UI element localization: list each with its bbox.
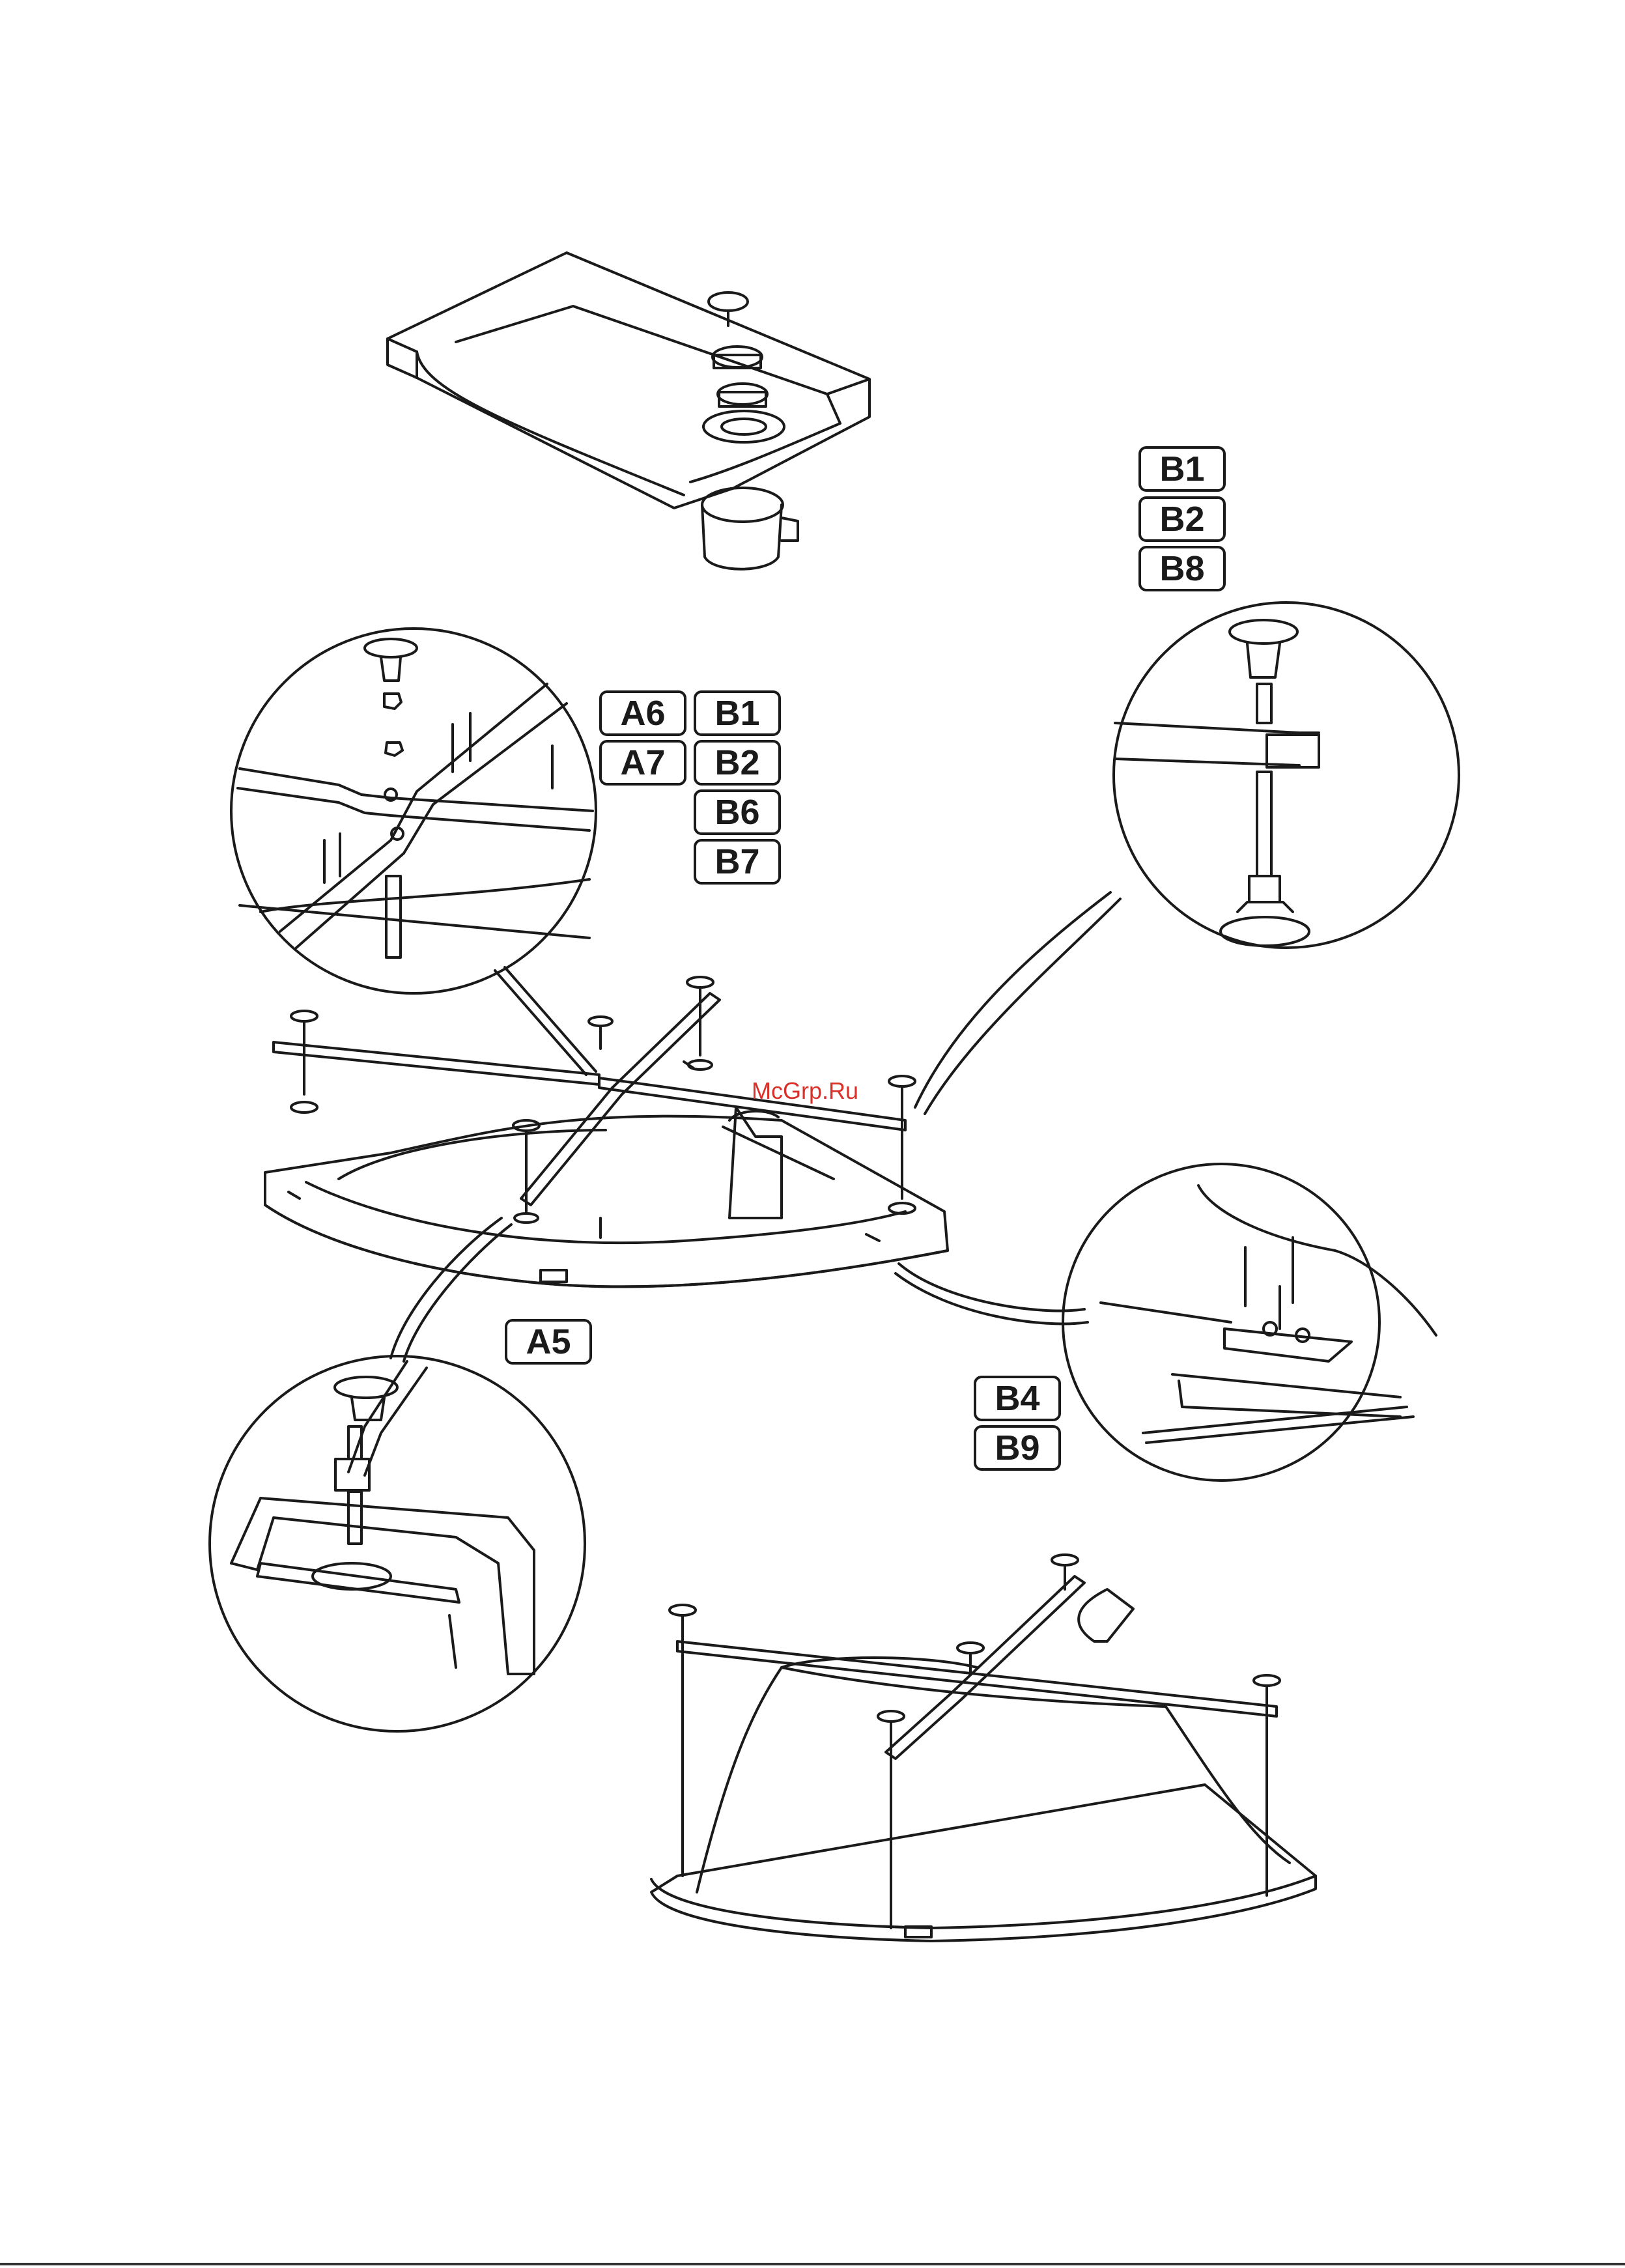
label-right-mid-1: B4 [974, 1376, 1061, 1421]
label-top-right-1: B1 [1138, 446, 1226, 492]
connector-line [495, 971, 586, 1075]
label-left-b-2: B2 [694, 740, 781, 786]
label-left-b-1: B1 [694, 690, 781, 736]
connector-line [404, 1225, 511, 1361]
tray-shell [388, 253, 869, 508]
connector-line [505, 967, 596, 1071]
label-left-a-1: A6 [599, 690, 686, 736]
assembled-tub [651, 1555, 1316, 1941]
label-right-mid-2: B9 [974, 1425, 1061, 1471]
middle-assembly [265, 977, 948, 1286]
label-top-right-3: B8 [1138, 546, 1226, 591]
drain-stack [702, 292, 798, 569]
detail-circle-leveling-foot [1114, 602, 1459, 948]
detail-circle-frame-cross [231, 629, 596, 993]
label-top-right-2: B2 [1138, 496, 1226, 542]
label-left-a-2: A7 [599, 740, 686, 786]
connector-line [925, 899, 1120, 1114]
page-bottom-rule [0, 2263, 1625, 2265]
connector-line [915, 892, 1110, 1107]
connector-line [899, 1264, 1084, 1311]
label-center: A5 [505, 1319, 592, 1365]
detail-circle-frame-leg [210, 1356, 585, 1731]
label-left-b-3: B6 [694, 789, 781, 835]
detail-circle-bracket [1063, 1164, 1436, 1481]
label-left-b-4: B7 [694, 839, 781, 885]
watermark-text: McGrp.Ru [752, 1077, 858, 1105]
